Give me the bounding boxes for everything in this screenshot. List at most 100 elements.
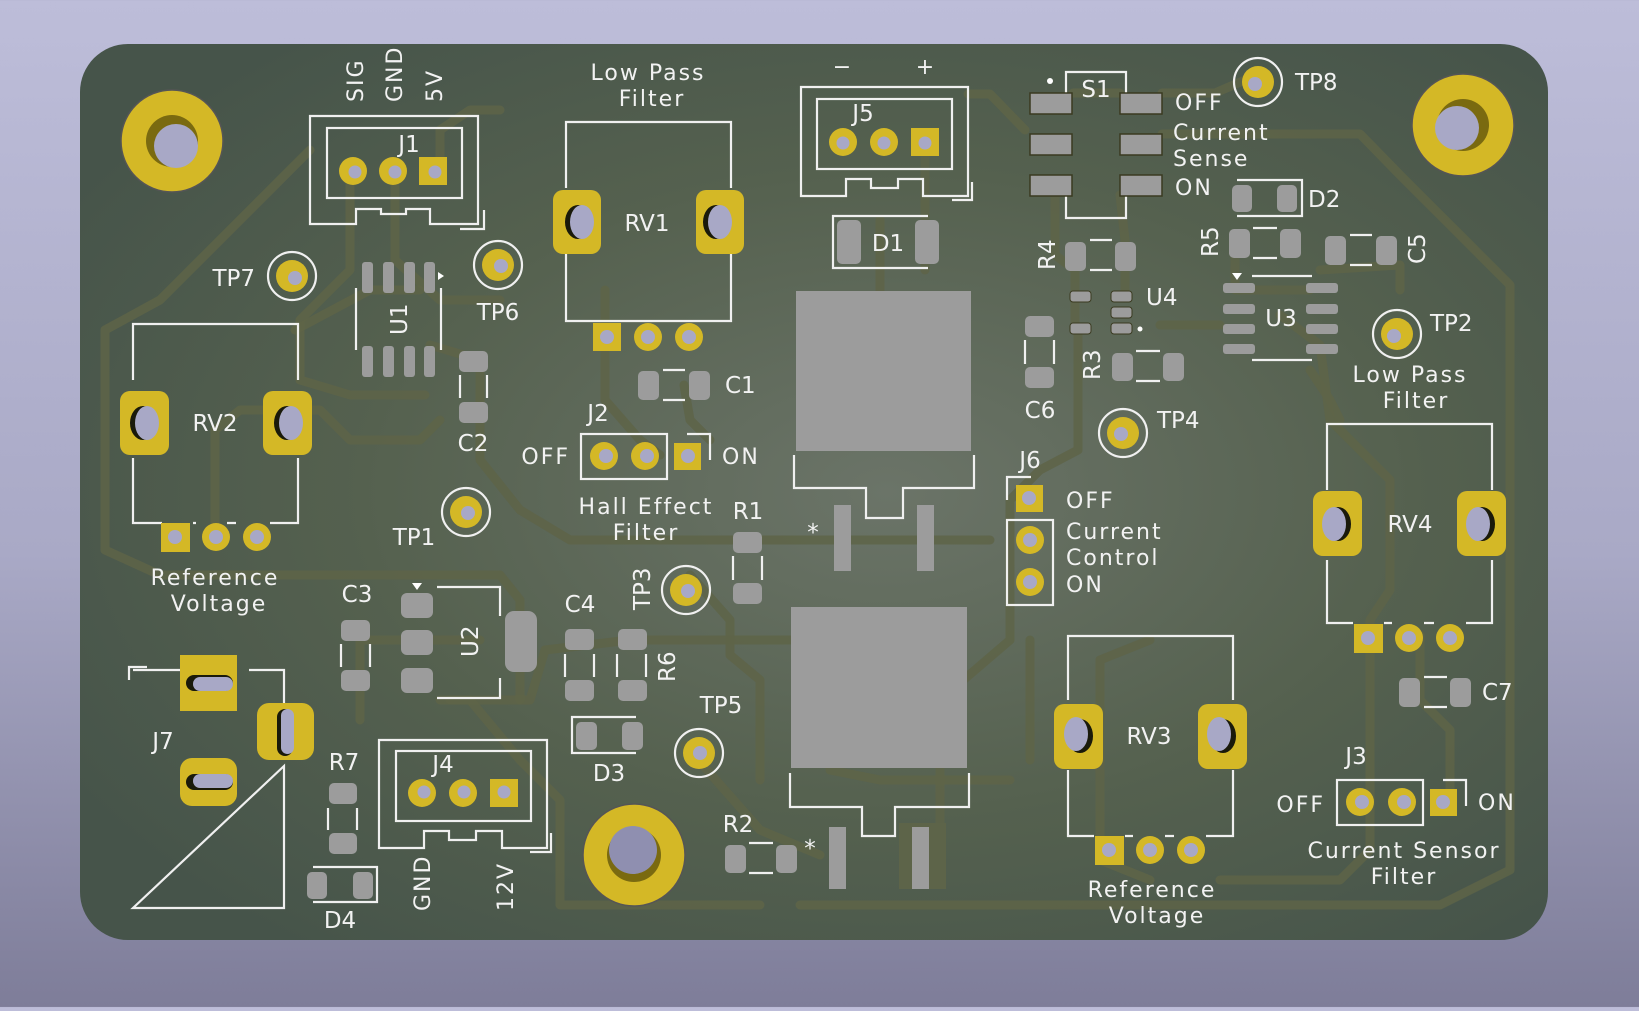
label-lpf-right-1: Low Pass [1353, 363, 1468, 388]
label-tp6: TP6 [476, 300, 520, 326]
mosfet-upper: * [792, 291, 976, 571]
label-r2: R2 [723, 812, 754, 838]
j6-off-label: OFF [1066, 489, 1115, 514]
test-point-tp5: TP5 [673, 693, 742, 779]
label-c2: C2 [458, 431, 489, 457]
mosfet-lower: * [788, 607, 971, 889]
j5-pin-minus: − [833, 55, 853, 80]
resistor-r4: R4 [1035, 238, 1136, 272]
j2-off-label: OFF [521, 445, 570, 470]
mount-hole-bottom [582, 803, 686, 907]
test-point-tp3: TP3 [630, 564, 712, 616]
capacitor-c4: C4 [563, 592, 596, 701]
label-u3: U3 [1265, 306, 1296, 332]
test-point-tp4: TP4 [1097, 407, 1200, 459]
label-tp4: TP4 [1156, 408, 1200, 434]
label-d4: D4 [324, 908, 356, 934]
label-ref-left-2: Voltage [171, 592, 268, 617]
label-r7: R7 [329, 750, 360, 776]
label-tp2: TP2 [1429, 311, 1473, 337]
label-rv1: RV1 [624, 211, 669, 237]
label-tp1: TP1 [392, 525, 436, 551]
label-hall-1: Hall Effect [579, 495, 714, 520]
test-point-tp6: TP6 [472, 239, 524, 326]
label-j4: J4 [430, 752, 453, 778]
label-r6: R6 [655, 651, 681, 682]
label-tp8: TP8 [1294, 70, 1338, 96]
ic-u1: U1 [354, 262, 444, 377]
resistor-r7: R7 [326, 750, 360, 854]
label-rv4: RV4 [1387, 512, 1432, 538]
label-rv2: RV2 [192, 411, 237, 437]
mount-hole-top-left [120, 89, 224, 193]
test-point-tp8: TP8 [1232, 56, 1338, 108]
s1-current-label: Current [1173, 121, 1270, 146]
label-u1: U1 [387, 304, 413, 335]
ic-u3: U3 [1223, 273, 1338, 362]
label-u2: U2 [458, 626, 484, 657]
j4-pin-12v: 12V [494, 862, 519, 911]
capacitor-c5: C5 [1325, 233, 1431, 267]
j2-on-label: ON [722, 445, 760, 470]
label-j2: J2 [585, 401, 608, 427]
capacitor-c7: C7 [1399, 675, 1513, 709]
resistor-r2: R2 [723, 812, 797, 875]
j1-pin-sig: SIG [344, 58, 369, 102]
label-c6: C6 [1025, 398, 1056, 424]
connector-j4: J4 GND 12V [377, 738, 553, 911]
j5-pin-plus: + [916, 55, 936, 80]
jumper-j3: J3 OFF ON [1276, 744, 1516, 827]
label-r1: R1 [733, 499, 764, 525]
ic-u4: U4 [1069, 285, 1177, 335]
j6-control-label: Control [1066, 546, 1160, 571]
label-c5: C5 [1405, 233, 1431, 264]
label-j7: J7 [150, 729, 173, 755]
label-current-sensor-2: Filter [1371, 865, 1437, 890]
label-r3: R3 [1080, 349, 1106, 380]
label-c4: C4 [565, 592, 596, 618]
label-j5: J5 [850, 101, 873, 127]
label-j3: J3 [1343, 744, 1366, 770]
capacitor-c6: C6 [1023, 316, 1056, 424]
j4-pin-gnd: GND [411, 855, 436, 911]
test-point-tp7: TP7 [211, 250, 318, 302]
label-r5: R5 [1198, 226, 1224, 257]
test-point-tp1: TP1 [392, 486, 492, 551]
label-ref-right-1: Reference [1088, 878, 1217, 903]
label-c1: C1 [725, 373, 756, 399]
j6-on-label: ON [1066, 573, 1104, 598]
label-current-sensor-1: Current Sensor [1307, 839, 1500, 864]
label-lpf-top-2: Filter [619, 87, 685, 112]
capacitor-c1: C1 [638, 368, 756, 402]
diode-d4: D4 [307, 865, 379, 934]
power-jack-j7: J7 [127, 655, 314, 910]
resistor-r5: R5 [1198, 226, 1301, 260]
label-s1: S1 [1081, 77, 1110, 103]
j1-pin-gnd: GND [383, 46, 408, 102]
label-lpf-right-2: Filter [1383, 389, 1449, 414]
label-ref-right-2: Voltage [1109, 904, 1206, 929]
pin1-marker-upper: * [807, 520, 819, 546]
label-tp7: TP7 [211, 266, 255, 292]
label-c3: C3 [342, 582, 373, 608]
j3-off-label: OFF [1276, 793, 1325, 818]
j1-pin-5v: 5V [423, 69, 448, 102]
label-d2: D2 [1308, 187, 1340, 213]
resistor-r1: R1 [731, 499, 764, 604]
diode-d3: D3 [570, 715, 643, 787]
regulator-u2: U2 [401, 583, 537, 700]
label-tp3: TP3 [630, 567, 656, 611]
j3-on-label: ON [1478, 791, 1516, 816]
label-r4: R4 [1035, 239, 1061, 270]
s1-sense-label: Sense [1173, 147, 1249, 172]
potentiometer-rv2: RV2 [120, 322, 312, 552]
connector-j1: J1 SIG GND 5V [308, 46, 486, 231]
diode-d2: D2 [1232, 178, 1340, 218]
s1-on-label: ON [1175, 176, 1213, 201]
label-lpf-top-1: Low Pass [591, 61, 706, 86]
switch-s1: S1 OFF Current Sense ON [1029, 70, 1270, 220]
jumper-j2: J2 OFF ON [521, 401, 760, 481]
resistor-r6: R6 [615, 629, 681, 701]
label-ref-left-1: Reference [151, 566, 280, 591]
